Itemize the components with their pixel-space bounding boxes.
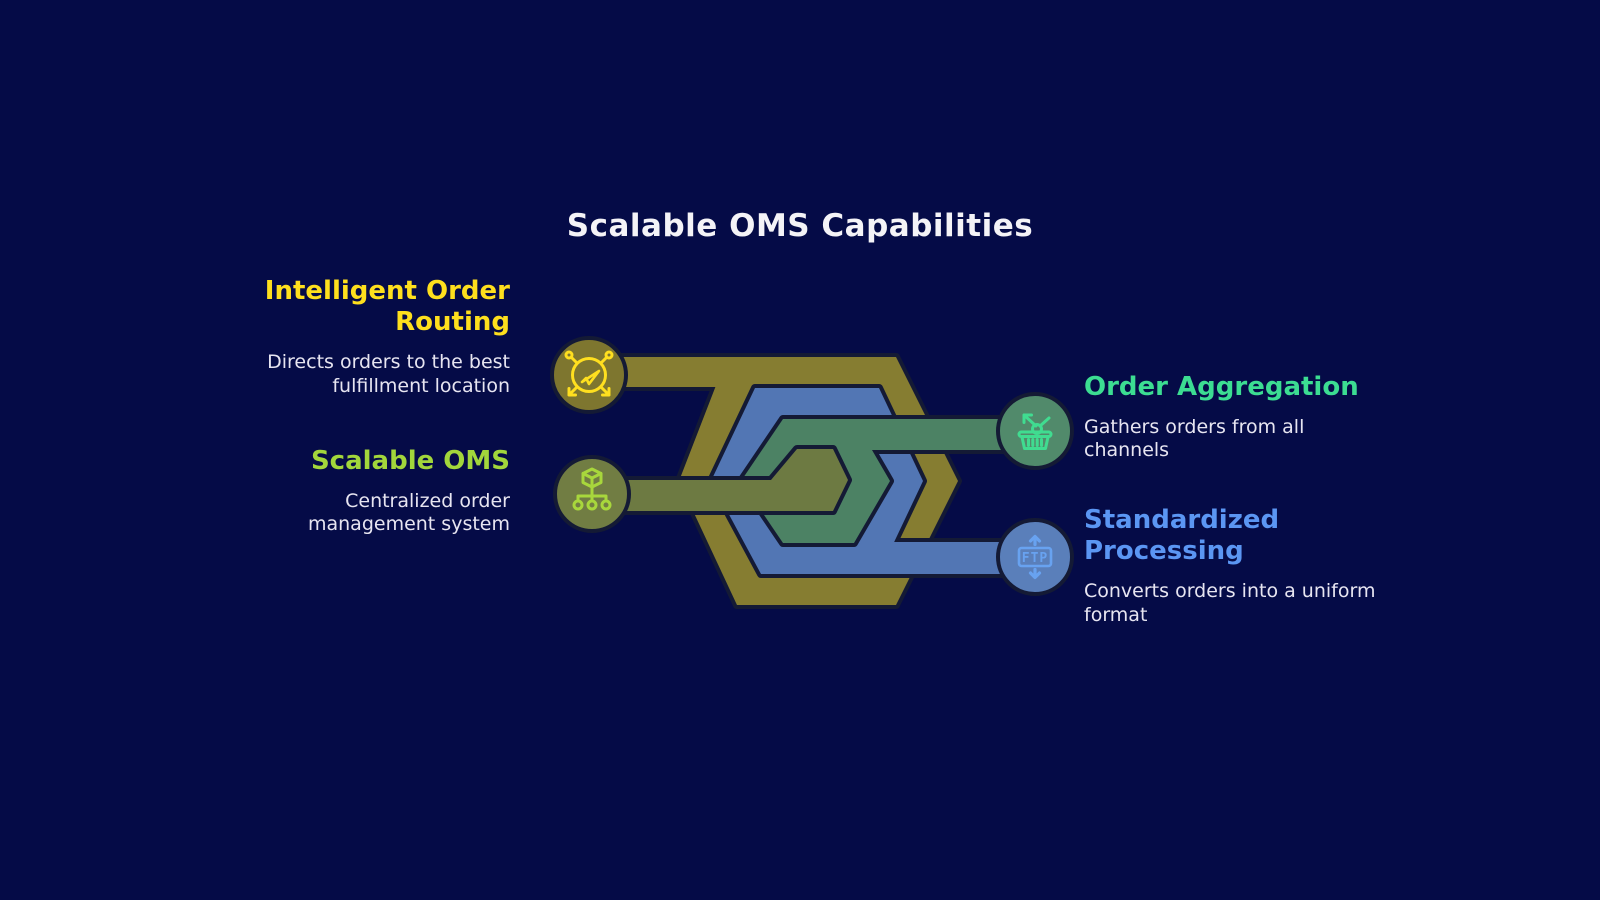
page-title: Scalable OMS Capabilities — [566, 208, 1034, 244]
ftp-badge-label: FTP — [1022, 551, 1048, 566]
basket-collect-icon — [1017, 413, 1053, 450]
route-arrows-icon — [564, 350, 614, 397]
node-heading: Standardized Processing — [1084, 505, 1280, 567]
ftp-transfer-icon: FTP — [1017, 534, 1053, 580]
routing-node-circle — [550, 336, 628, 414]
node-description: Converts orders into a uniform format — [1084, 580, 1376, 626]
node-scalable-oms: Scalable OMS Centralized order managemen… — [210, 446, 510, 537]
node-description: Directs orders to the best fulfillment l… — [267, 351, 510, 397]
cube-distribution-icon — [572, 467, 612, 511]
node-standardized-processing: Standardized Processing Converts orders … — [1084, 505, 1384, 627]
node-heading: Scalable OMS — [310, 446, 510, 476]
node-intelligent-order-routing: Intelligent Order Routing Directs orders… — [210, 276, 510, 398]
node-description: Centralized order management system — [307, 490, 510, 536]
node-heading: Order Aggregation — [1084, 372, 1359, 402]
node-heading: Intelligent Order Routing — [264, 276, 510, 338]
processing-node-circle — [996, 518, 1074, 596]
node-order-aggregation: Order Aggregation Gathers orders from al… — [1084, 372, 1384, 463]
node-description: Gathers orders from all channels — [1084, 416, 1305, 462]
